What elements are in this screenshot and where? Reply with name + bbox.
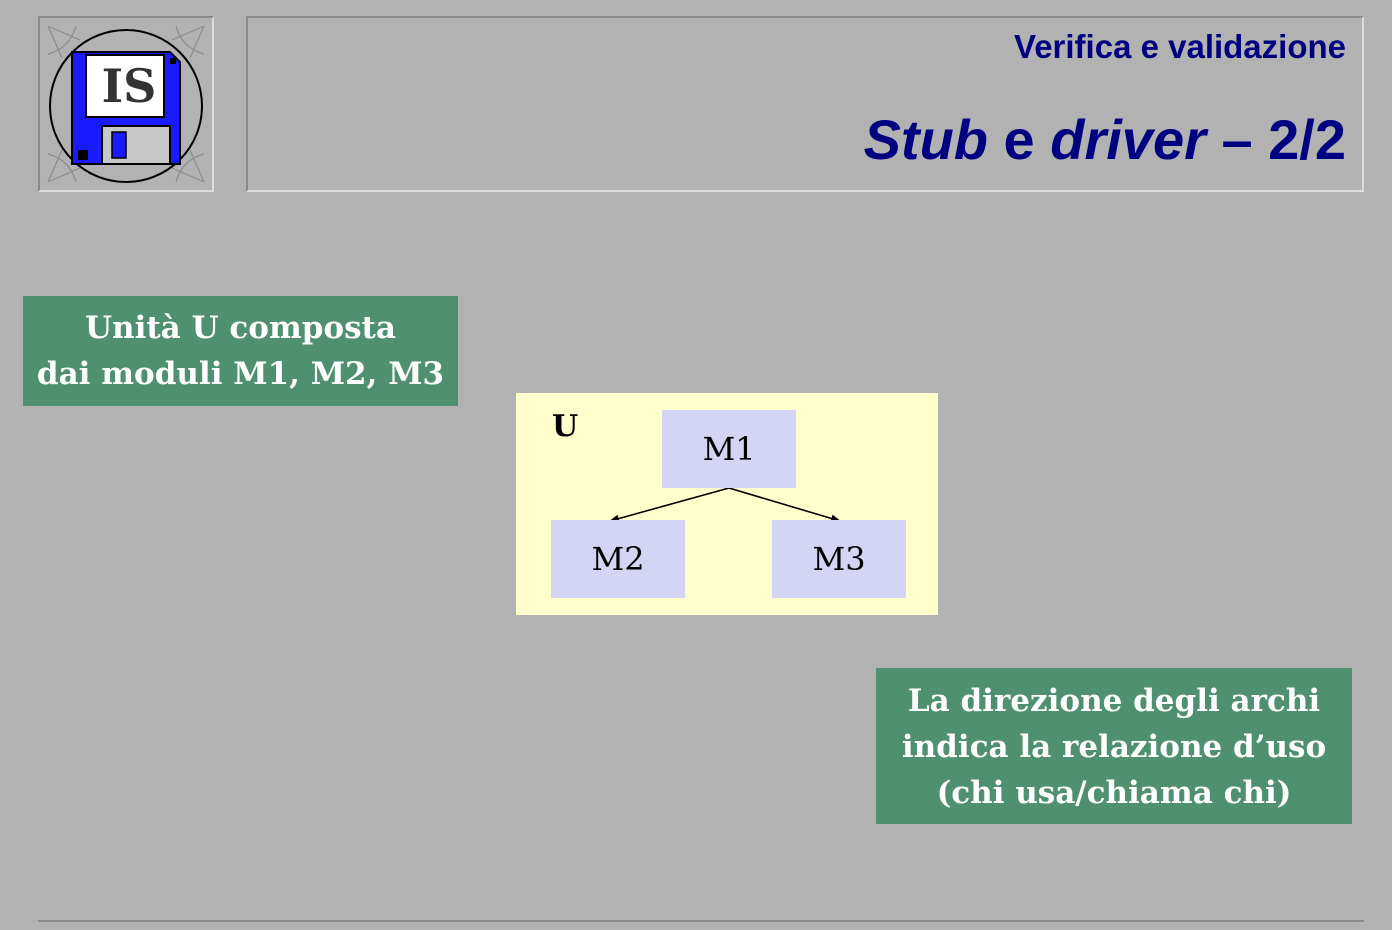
- composition-line-1: Unità U composta: [85, 310, 396, 346]
- slide-title: Stub e driver – 2/2: [864, 112, 1346, 168]
- direction-line-3: (chi usa/chiama chi): [936, 775, 1292, 811]
- title-frame: Verifica e validazione Stub e driver – 2…: [246, 16, 1364, 192]
- direction-line-2: indica la relazione d’uso: [901, 729, 1327, 765]
- module-m1: M1: [662, 410, 796, 488]
- edge-m1-m3: [728, 487, 841, 523]
- footer-divider: [38, 920, 1364, 922]
- title-stub: Stub: [863, 108, 988, 171]
- composition-callout: Unità U composta dai moduli M1, M2, M3: [23, 296, 458, 406]
- edge-m1-m2: [609, 487, 730, 523]
- module-m3: M3: [772, 520, 906, 598]
- course-logo: IS: [38, 16, 214, 192]
- usage-arrows: [609, 487, 841, 523]
- direction-callout: La direzione degli archi indica la relaz…: [876, 668, 1352, 824]
- composition-line-2: dai moduli M1, M2, M3: [36, 356, 445, 392]
- floppy-disk-icon: [47, 25, 205, 183]
- title-connector: e: [987, 108, 1051, 171]
- section-heading: Verifica e validazione: [1014, 28, 1346, 65]
- title-driver: driver: [1050, 108, 1206, 171]
- logo-text: IS: [101, 59, 157, 113]
- unit-label: U: [552, 409, 579, 444]
- module-m2: M2: [551, 520, 685, 598]
- direction-line-1: La direzione degli archi: [907, 683, 1321, 719]
- unit-u-container: U M1 M2 M3: [516, 393, 938, 615]
- title-page: – 2/2: [1205, 108, 1346, 171]
